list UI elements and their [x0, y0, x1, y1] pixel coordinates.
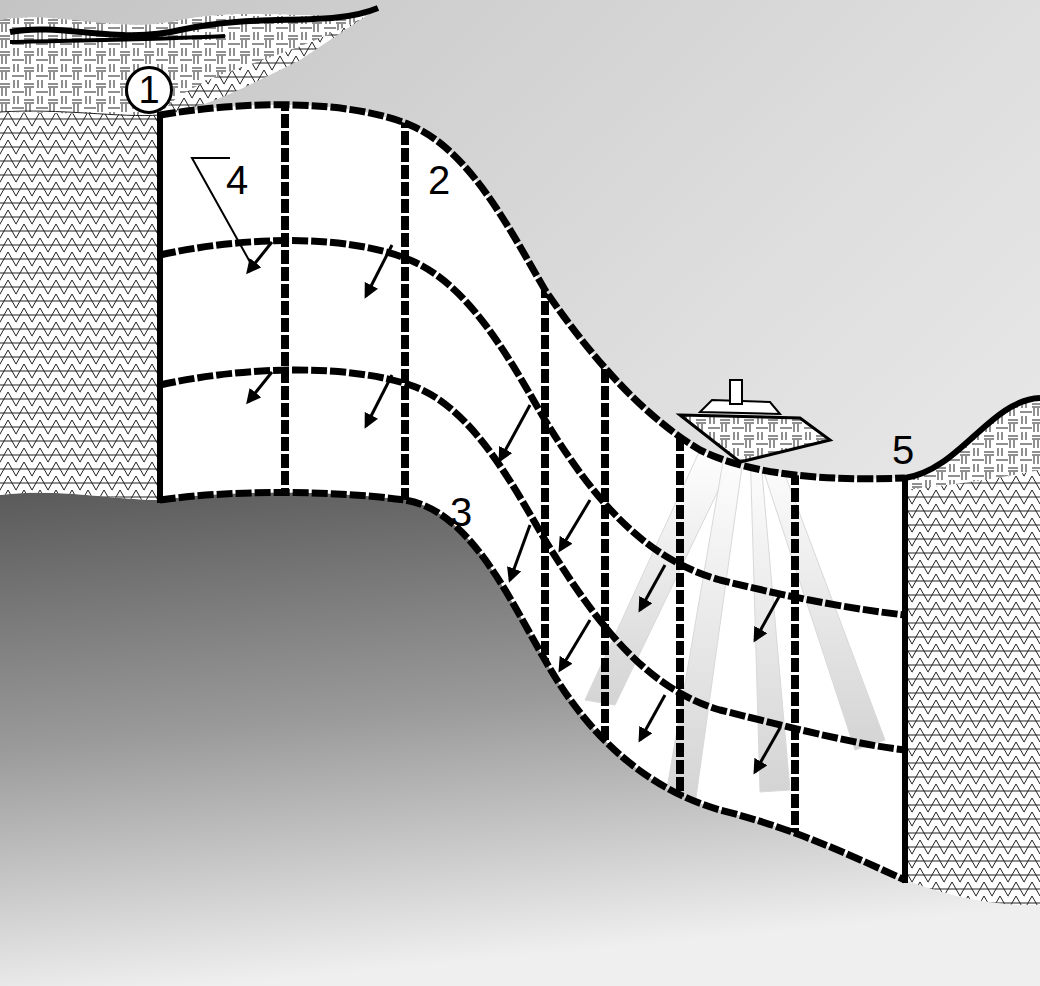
survey-ship: [680, 380, 830, 462]
callout-number: 3: [450, 492, 472, 532]
callout-number: 4: [226, 160, 248, 200]
callout-number: 2: [428, 160, 450, 200]
callout-number: 1: [138, 71, 159, 109]
callout-circle: 1: [125, 66, 173, 114]
callout-number: 5: [892, 430, 914, 470]
